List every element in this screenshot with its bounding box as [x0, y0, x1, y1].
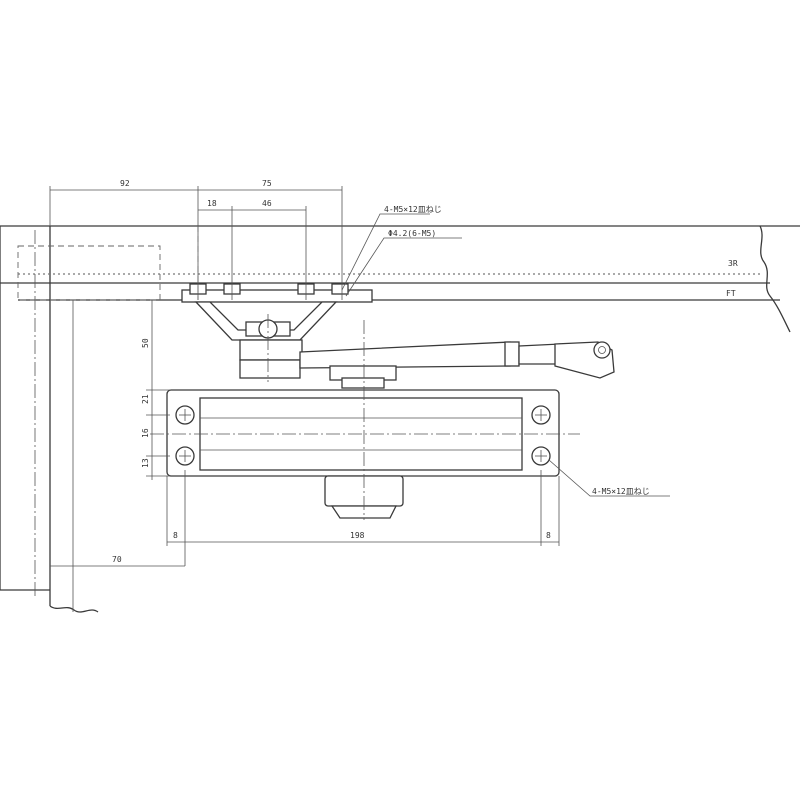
dim-198: 198: [350, 531, 365, 540]
closer-arm: [299, 341, 615, 389]
closer-body: [150, 314, 580, 520]
dim-70: 70: [112, 555, 122, 564]
dim-21: 21: [141, 394, 150, 404]
dim-92: 92: [120, 179, 130, 188]
dim-13: 13: [141, 458, 150, 468]
bottom-dimensions: [50, 470, 560, 567]
dim-16: 16: [141, 428, 150, 438]
label-ft: FT: [726, 289, 736, 298]
callout-screws-top: 4-M5×12皿ねじ: [384, 205, 442, 214]
dim-75: 75: [262, 179, 272, 188]
dim-18: 18: [207, 199, 217, 208]
door-head: [0, 225, 791, 598]
dim-8-left: 8: [173, 531, 178, 540]
callout-screws-bottom: 4-M5×12皿ねじ: [592, 487, 650, 496]
left-dimensions: [146, 300, 170, 480]
dim-8-right: 8: [546, 531, 551, 540]
callout-leaders: [341, 213, 670, 497]
body-screws: [175, 405, 551, 466]
top-dimensions: [49, 186, 343, 300]
callout-hole: Φ4.2(6-M5): [388, 229, 436, 238]
label-3r: 3R: [728, 259, 738, 268]
dim-46: 46: [262, 199, 272, 208]
dim-50: 50: [141, 338, 150, 348]
